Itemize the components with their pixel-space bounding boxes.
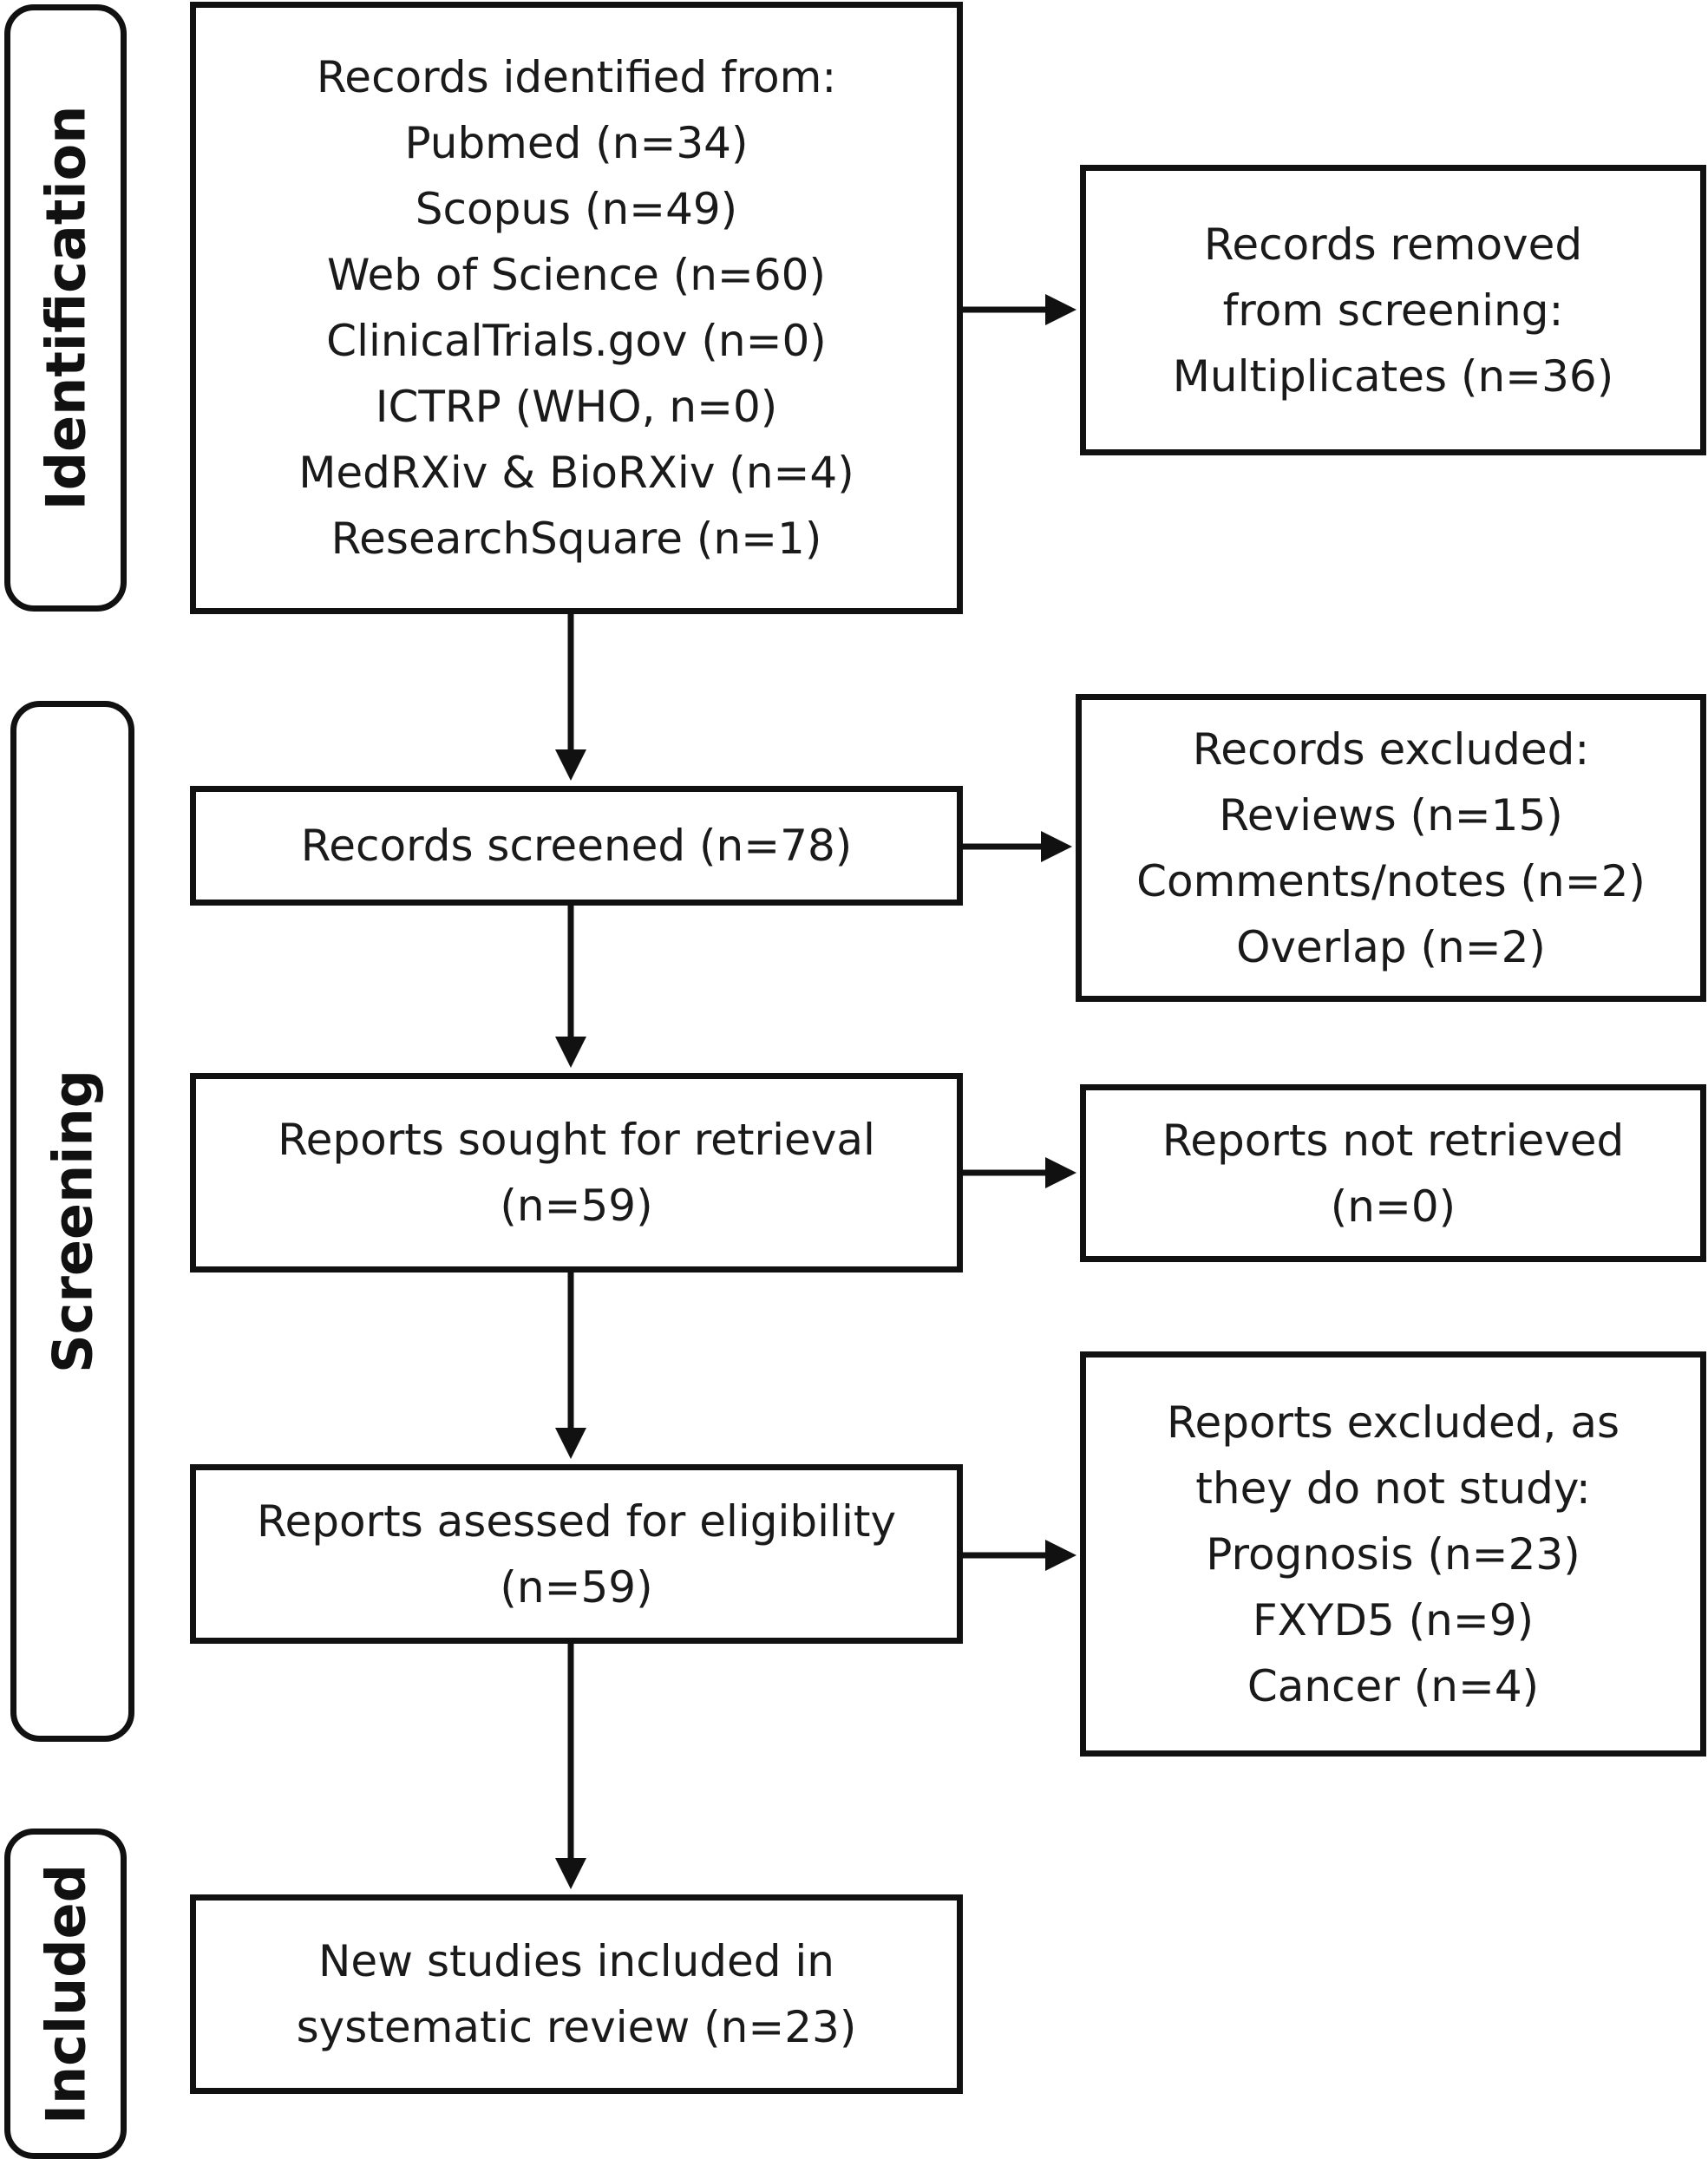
box-line: (n=0): [1330, 1181, 1456, 1232]
box-line: ResearchSquare (n=1): [330, 514, 822, 564]
box-line: Pubmed (n=34): [404, 118, 749, 168]
arrowhead-assessed-to-included: [555, 1858, 586, 1889]
records-identified-box: Records identified from: Pubmed (n=34) S…: [190, 2, 963, 614]
box-line: ICTRP (WHO, n=0): [375, 382, 778, 432]
box-line: Reports asessed for eligibility: [256, 1495, 897, 1547]
box-line: Comments/notes (n=2): [1136, 855, 1646, 906]
box-line: systematic review (n=23): [296, 2002, 857, 2052]
box-line: Reviews (n=15): [1219, 789, 1563, 841]
stage-identification: Identification: [4, 4, 127, 612]
stage-included: Included: [4, 1829, 127, 2159]
stage-screening: Screening: [10, 701, 134, 1742]
box-line: they do not study:: [1195, 1462, 1591, 1514]
box-line: Scopus (n=49): [415, 184, 738, 234]
studies-included-box: New studies included in systematic revie…: [190, 1894, 963, 2094]
stage-label-screening: Screening: [41, 1070, 104, 1373]
box-line: MedRXiv & BioRXiv (n=4): [298, 448, 854, 498]
box-line: Records screened (n=78): [300, 821, 853, 871]
arrowhead-identified-to-screened: [555, 749, 586, 781]
box-line: Prognosis (n=23): [1206, 1528, 1580, 1580]
box-line: (n=59): [500, 1181, 653, 1231]
box-line: Overlap (n=2): [1236, 921, 1546, 972]
box-line: Records excluded:: [1192, 723, 1590, 775]
records-excluded-box: Records excluded: Reviews (n=15) Comment…: [1076, 694, 1706, 1002]
box-line: (n=59): [500, 1561, 653, 1613]
arrowhead-screened-to-excluded: [1041, 831, 1072, 862]
records-screened-box: Records screened (n=78): [190, 786, 963, 906]
records-removed-box: Records removed from screening: Multipli…: [1080, 165, 1706, 455]
box-line: Reports excluded, as: [1166, 1397, 1620, 1448]
reports-excluded-box: Reports excluded, as they do not study: …: [1080, 1351, 1706, 1757]
box-line: from screening:: [1222, 285, 1564, 336]
arrowhead-screened-to-sought: [555, 1037, 586, 1068]
arrowhead-identified-to-removed: [1045, 294, 1076, 325]
box-line: Records removed: [1203, 219, 1583, 270]
reports-assessed-box: Reports asessed for eligibility (n=59): [190, 1464, 963, 1644]
stage-label-identification: Identification: [34, 105, 97, 511]
stage-label-included: Included: [34, 1863, 97, 2124]
box-line: Reports sought for retrieval: [278, 1115, 875, 1165]
box-line: Records identified from:: [316, 52, 837, 102]
arrowhead-sought-to-not-retrieved: [1045, 1157, 1076, 1188]
box-line: New studies included in: [318, 1936, 834, 1986]
box-line: ClinicalTrials.gov (n=0): [326, 316, 827, 366]
box-line: Multiplicates (n=36): [1172, 350, 1614, 402]
arrowhead-sought-to-assessed: [555, 1428, 586, 1459]
box-line: Reports not retrieved: [1162, 1115, 1625, 1166]
box-line: FXYD5 (n=9): [1252, 1594, 1535, 1645]
arrowhead-assessed-to-reports-excluded: [1045, 1540, 1076, 1571]
box-line: Web of Science (n=60): [327, 250, 826, 300]
reports-not-retrieved-box: Reports not retrieved (n=0): [1080, 1084, 1706, 1262]
box-line: Cancer (n=4): [1247, 1660, 1540, 1711]
reports-sought-box: Reports sought for retrieval (n=59): [190, 1073, 963, 1273]
